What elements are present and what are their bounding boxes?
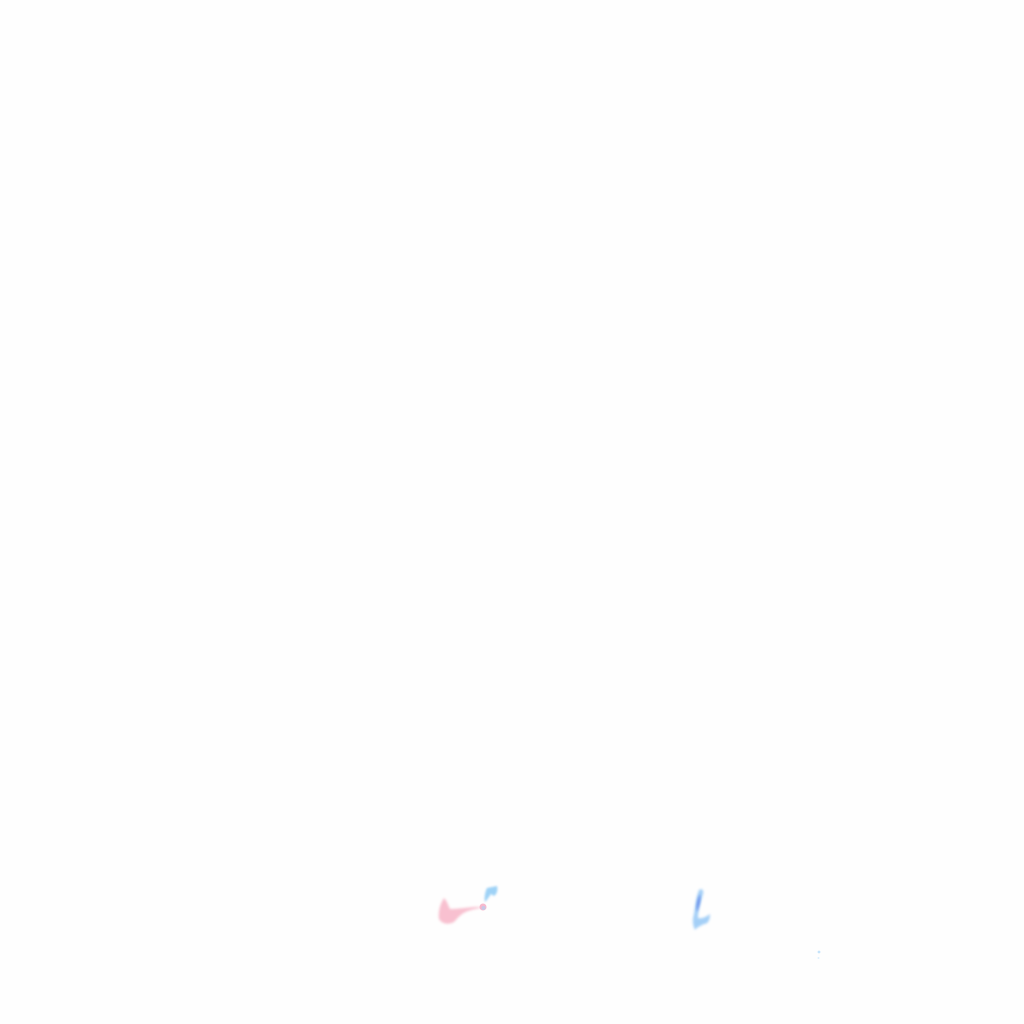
blue-brush-stroke — [686, 884, 720, 936]
small-pink-dot — [477, 901, 489, 913]
light-blue-smudge — [479, 882, 505, 910]
pink-smudge — [434, 892, 498, 932]
tiny-blue-speck — [815, 948, 823, 962]
